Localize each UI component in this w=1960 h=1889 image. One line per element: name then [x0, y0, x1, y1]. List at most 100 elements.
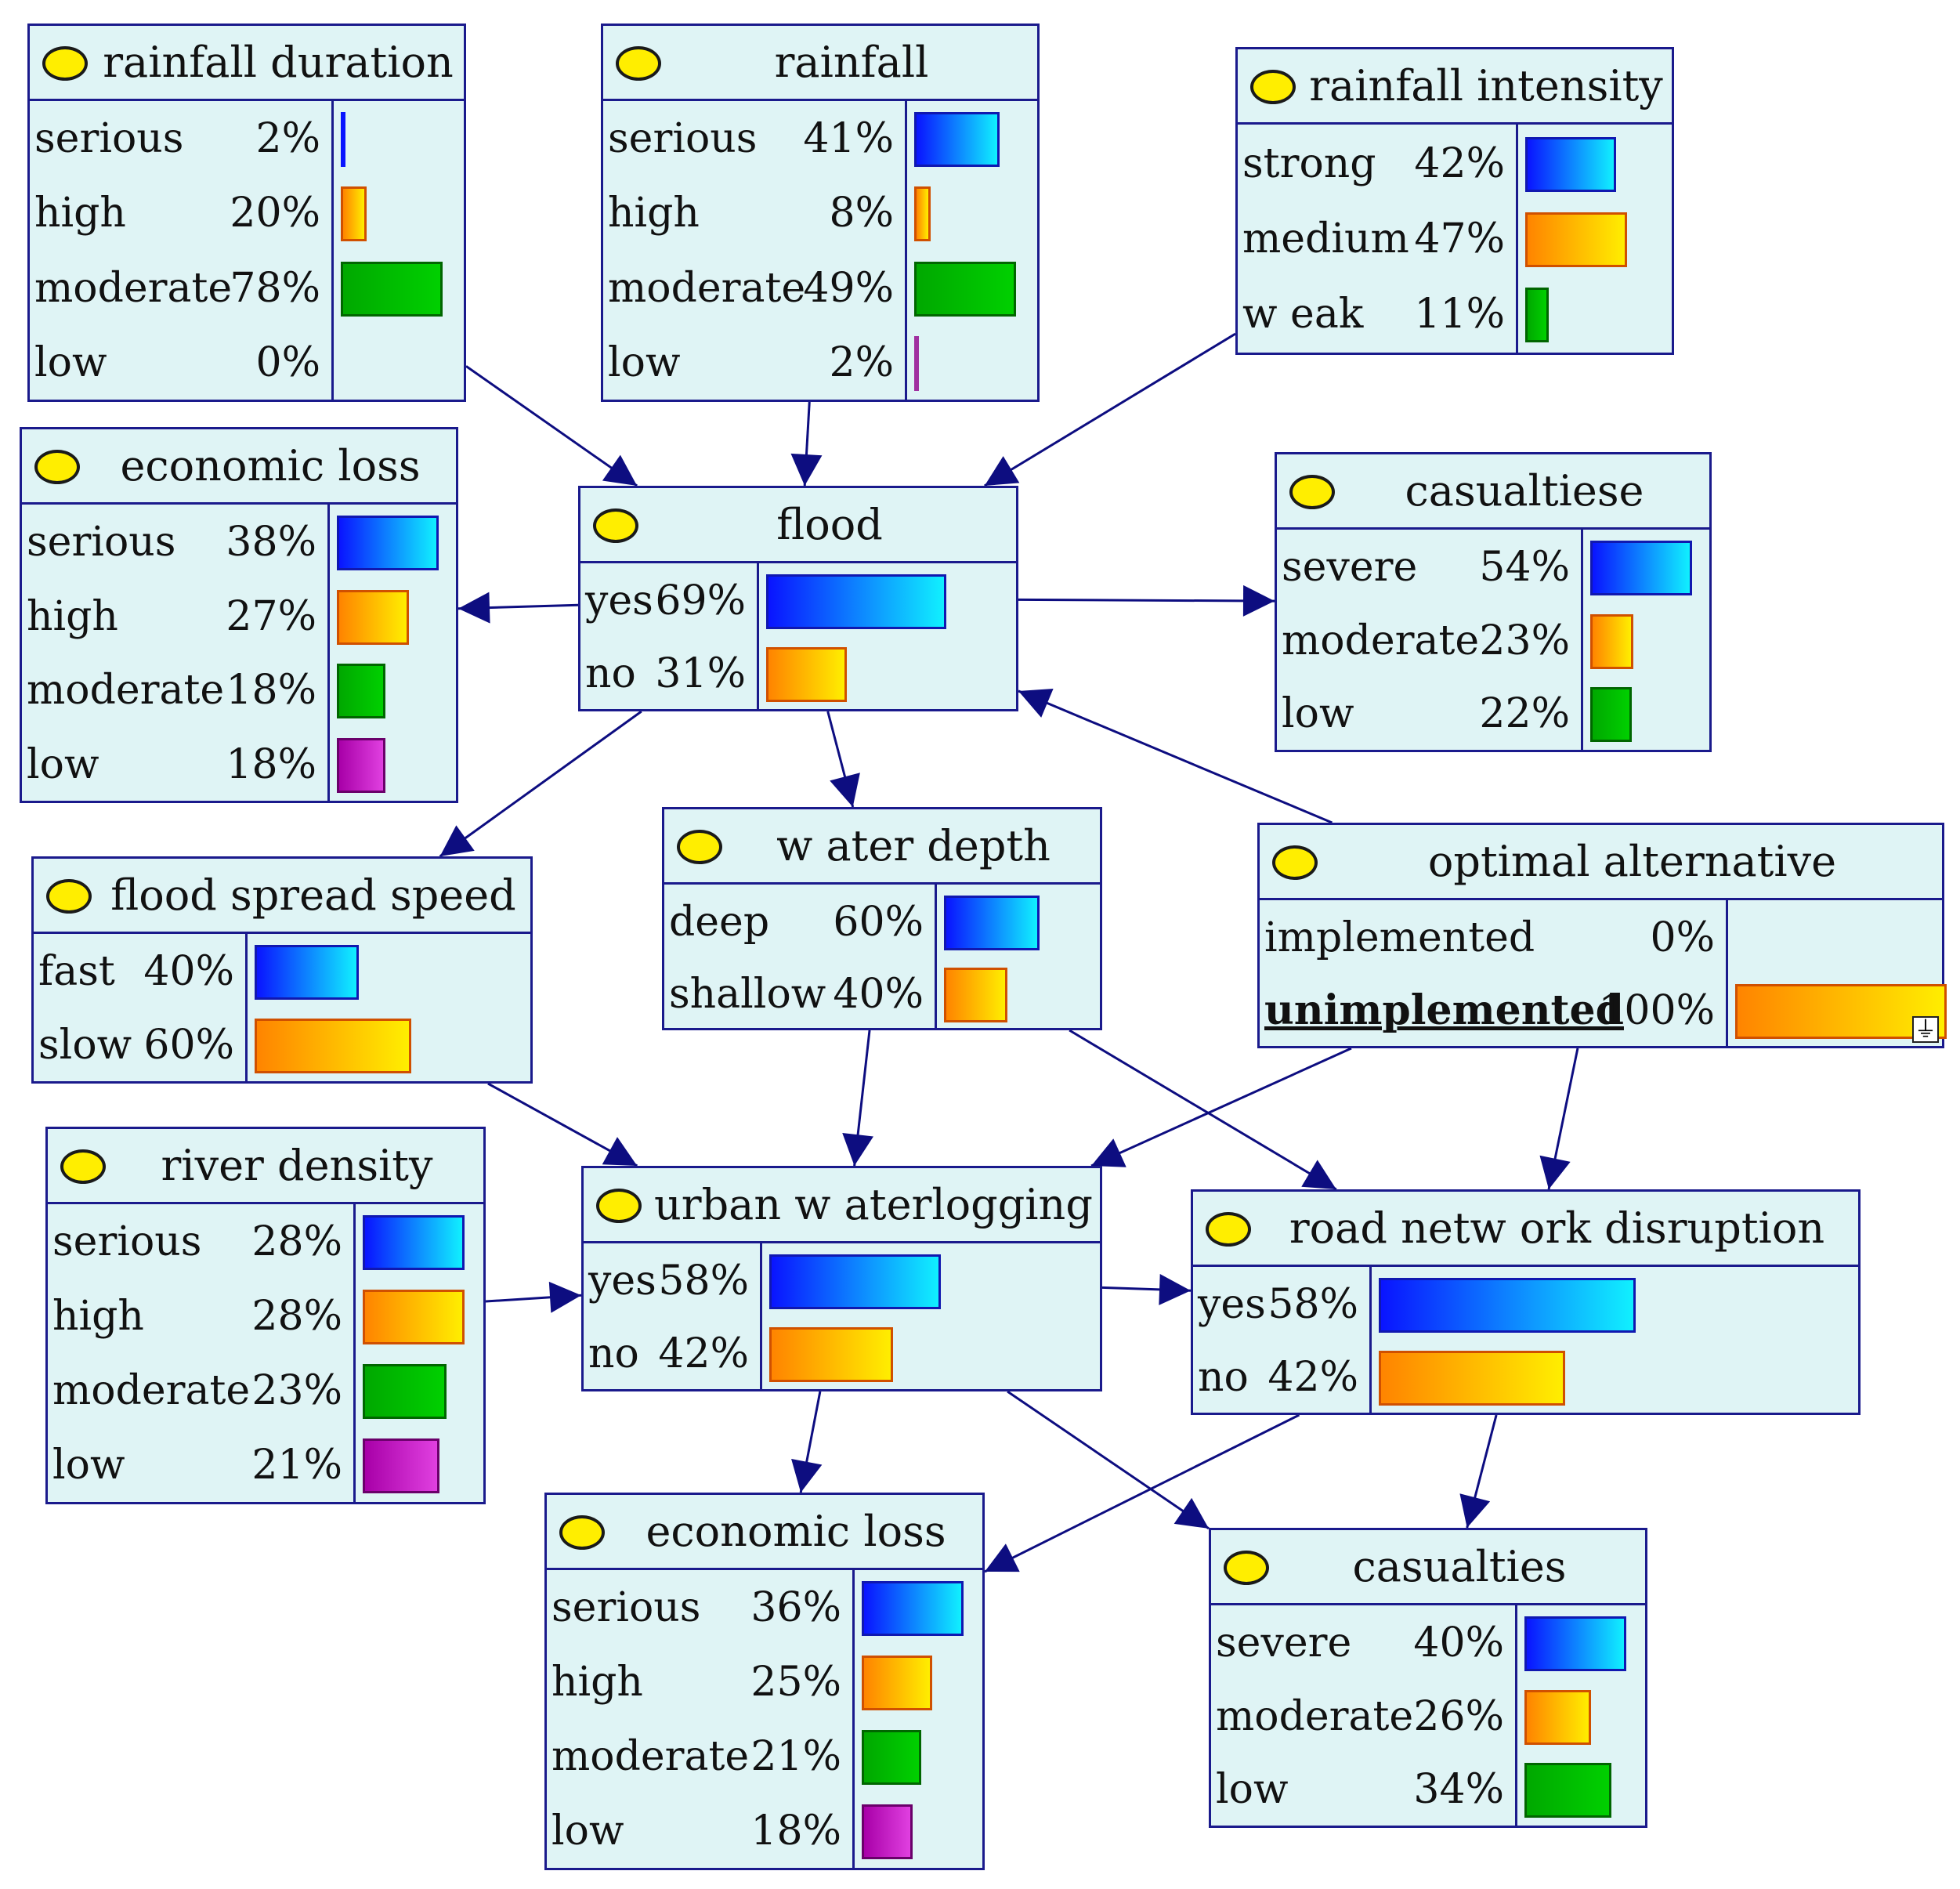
state-percent: 54%	[1479, 544, 1570, 591]
edge-optimal-alternative-to-urban-waterlogging	[1090, 1047, 1352, 1167]
probability-bar	[862, 1804, 913, 1859]
node-header[interactable]: flood	[580, 488, 1016, 563]
probability-bar	[255, 1019, 411, 1073]
state-percent: 58%	[1267, 1281, 1358, 1328]
node-header[interactable]: optimal alternative	[1260, 825, 1942, 900]
state-percent: 2%	[829, 338, 895, 386]
state-percent: 49%	[803, 264, 894, 312]
edge-urban-waterlogging-to-economic-loss-bottom	[791, 1391, 823, 1493]
node-header[interactable]: casualtiese	[1277, 454, 1709, 530]
state-label: slow	[38, 1022, 132, 1069]
state-label: serious	[27, 519, 176, 566]
node-header[interactable]: rainfall	[603, 26, 1037, 101]
node-header[interactable]: flood spread speed	[34, 859, 530, 934]
node-header[interactable]: road netw ork disruption	[1193, 1192, 1858, 1267]
probability-bar	[363, 1290, 465, 1344]
node-header[interactable]: casualties	[1211, 1530, 1645, 1605]
state-percent: 2%	[255, 115, 321, 162]
state-row-serious[interactable]: serious 2%	[30, 101, 464, 176]
status-bulb-icon	[1206, 1212, 1251, 1247]
node-header[interactable]: w ater depth	[664, 809, 1100, 885]
state-label: serious	[34, 115, 184, 162]
node-header[interactable]: economic loss	[547, 1495, 982, 1570]
probability-bar	[914, 261, 1016, 317]
evidence-ground-icon[interactable]: ⏚	[1912, 1016, 1939, 1043]
node-header[interactable]: urban w aterlogging	[584, 1168, 1100, 1243]
column-divider	[1369, 1267, 1372, 1413]
node-header[interactable]: rainfall intensity	[1238, 49, 1672, 125]
state-label: no	[588, 1330, 639, 1377]
state-label: shallow	[669, 970, 826, 1018]
probability-bar	[1525, 212, 1627, 267]
node-header[interactable]: river density	[48, 1129, 483, 1204]
node-title: road netw ork disruption	[1289, 1203, 1825, 1253]
node-header[interactable]: rainfall duration	[30, 26, 464, 101]
status-bulb-icon	[593, 508, 638, 543]
column-divider	[1515, 1605, 1517, 1826]
state-label: yes	[585, 577, 653, 624]
column-divider	[905, 101, 907, 400]
state-percent: 18%	[226, 740, 316, 788]
node-title: casualtiese	[1405, 466, 1644, 516]
node-header[interactable]: economic loss	[22, 429, 456, 505]
state-label: serious	[608, 115, 758, 162]
probability-bar	[862, 1730, 921, 1785]
